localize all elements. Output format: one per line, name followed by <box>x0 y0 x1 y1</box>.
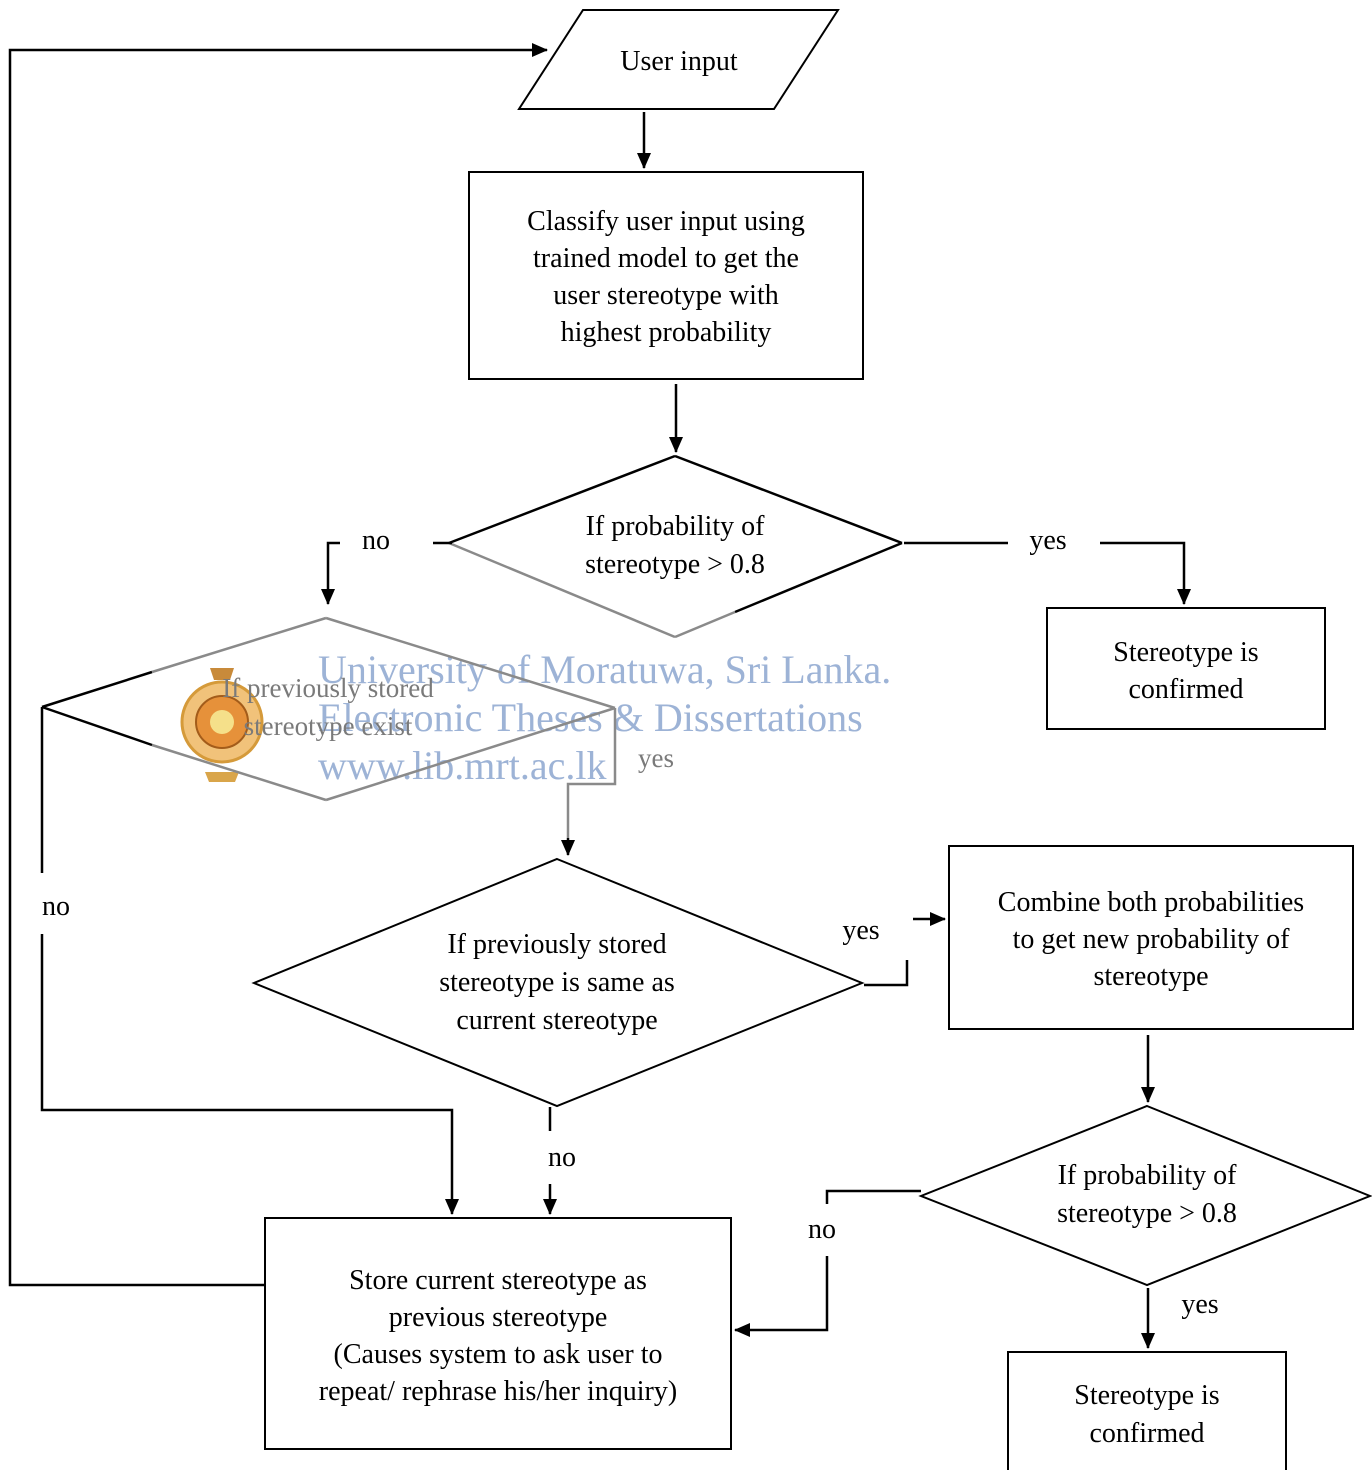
combine-probabilities-node: Combine both probabilities to get new pr… <box>948 845 1354 1030</box>
stereotype-confirmed-2-line-2: confirmed <box>1089 1418 1204 1449</box>
edge-exist-no: no <box>40 707 459 1215</box>
classify-line-4: highest probability <box>561 317 772 348</box>
user-input-label: User input <box>620 46 738 77</box>
edge-decision-1-no-label: no <box>362 525 390 556</box>
edge-same-no-label: no <box>548 1142 576 1173</box>
store-stereotype-line-1: Store current stereotype as <box>349 1265 647 1296</box>
stereotype-confirmed-1-node: Stereotype is confirmed <box>1046 607 1326 730</box>
decision-stereotype-exist-line-1: If previously stored <box>222 673 434 703</box>
edge-decision-2-no: no <box>734 1189 921 1337</box>
classify-line-2: trained model to get the <box>533 243 799 274</box>
edge-decision-2-yes: yes <box>1141 1288 1219 1349</box>
decision-stereotype-same-line-1: If previously stored <box>447 929 666 960</box>
decision-stereotype-same-line-3: current stereotype <box>456 1005 657 1036</box>
edge-exist-yes-label: yes <box>638 743 674 773</box>
classify-node: Classify user input using trained model … <box>468 171 864 380</box>
decision-probability-1-line-2: stereotype > 0.8 <box>585 549 765 580</box>
edge-exist-yes: yes <box>561 708 674 856</box>
decision-stereotype-exist-node: If previously stored stereotype exist <box>41 616 616 802</box>
edge-decision-1-yes-label: yes <box>1029 525 1066 556</box>
stereotype-confirmed-1-line-1: Stereotype is <box>1113 637 1258 668</box>
combine-probabilities-line-1: Combine both probabilities <box>998 887 1304 918</box>
decision-probability-1-node: If probability of stereotype > 0.8 <box>448 454 903 639</box>
decision-probability-2-node: If probability of stereotype > 0.8 <box>918 1104 1372 1287</box>
combine-probabilities-line-3: stereotype <box>1093 961 1208 992</box>
combine-probabilities-line-2: to get new probability of <box>1013 924 1291 955</box>
store-stereotype-line-4: repeat/ rephrase his/her inquiry) <box>319 1376 677 1407</box>
classify-line-1: Classify user input using <box>527 206 805 237</box>
edge-same-yes-label: yes <box>842 915 879 946</box>
university-seal-icon <box>180 668 264 782</box>
store-stereotype-line-2: previous stereotype <box>389 1302 608 1333</box>
watermark-line3: www.lib.mrt.ac.lk <box>318 743 606 788</box>
edge-decision-1-no: no <box>321 525 452 605</box>
watermark: University of Moratuwa, Sri Lanka. Elect… <box>180 647 891 788</box>
stereotype-confirmed-1-line-2: confirmed <box>1128 674 1243 705</box>
classify-line-3: user stereotype with <box>553 280 779 311</box>
edge-same-no: no <box>543 1107 576 1215</box>
edge-exist-no-label: no <box>42 891 70 922</box>
decision-stereotype-exist-line-2: stereotype exist <box>244 711 413 741</box>
user-input-node: User input <box>517 9 840 110</box>
edge-store-to-user-input <box>8 43 548 1287</box>
watermark-line2: Electronic Theses & Dissertations <box>318 695 863 740</box>
edge-decision-2-yes-label: yes <box>1181 1289 1218 1320</box>
watermark-line1: University of Moratuwa, Sri Lanka. <box>318 647 891 692</box>
stereotype-confirmed-2-line-1: Stereotype is <box>1074 1380 1219 1411</box>
store-stereotype-line-3: (Causes system to ask user to <box>334 1339 663 1370</box>
decision-probability-2-line-1: If probability of <box>1058 1160 1238 1191</box>
decision-probability-2-line-2: stereotype > 0.8 <box>1057 1198 1237 1229</box>
decision-probability-1-line-1: If probability of <box>586 511 766 542</box>
edge-decision-2-no-label: no <box>808 1214 836 1245</box>
edge-same-yes: yes <box>842 912 946 987</box>
decision-stereotype-same-line-2: stereotype is same as <box>439 967 675 998</box>
stereotype-confirmed-2-node: Stereotype is confirmed <box>1007 1351 1287 1470</box>
store-stereotype-node: Store current stereotype as previous ste… <box>264 1217 732 1450</box>
edge-decision-1-yes: yes <box>904 525 1191 605</box>
decision-stereotype-same-node: If previously stored stereotype is same … <box>251 857 865 1108</box>
